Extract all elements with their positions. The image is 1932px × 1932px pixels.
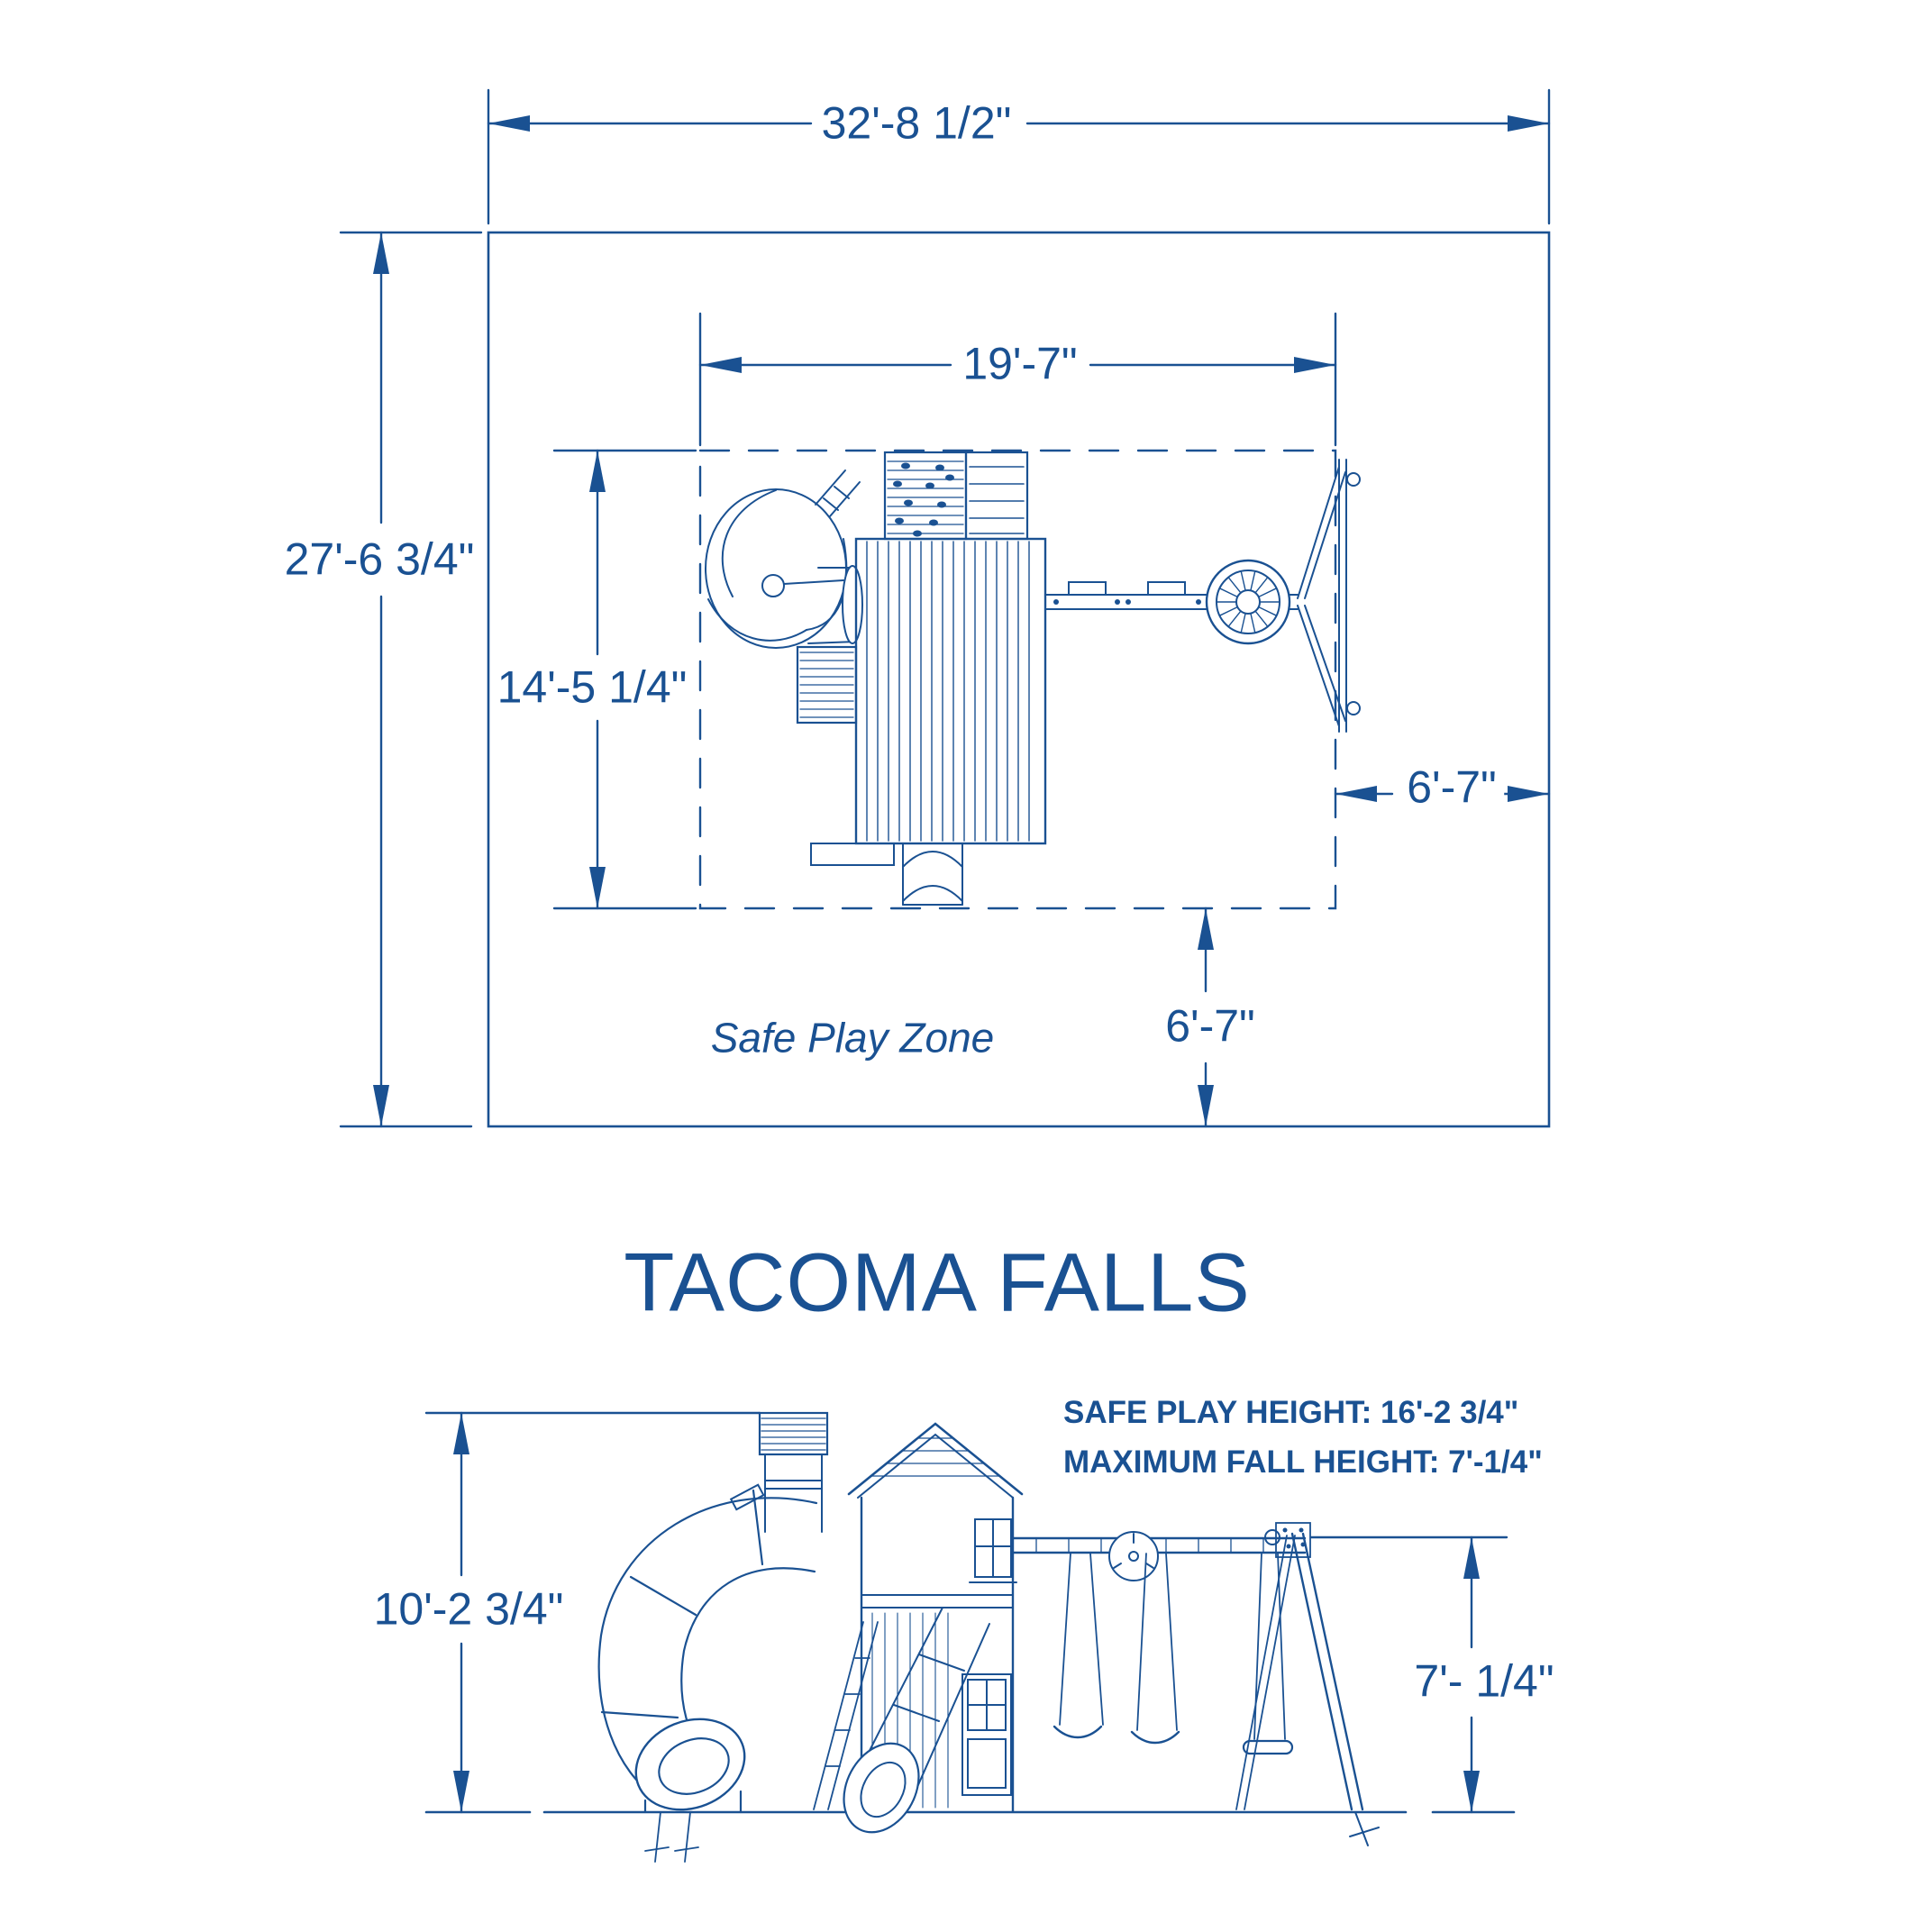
elev-anchors xyxy=(644,1811,699,1863)
elev-a-frame xyxy=(1235,1522,1380,1846)
plan-ladder xyxy=(964,451,1029,541)
elev-swings xyxy=(1053,1553,1294,1755)
dim-label-overall-width: 32'-8 1/2" xyxy=(814,98,1019,149)
elev-crows-nest xyxy=(729,1411,829,1533)
plan-dim-right-offset xyxy=(1334,786,1551,802)
page-title: TACOMA FALLS xyxy=(616,1237,1258,1329)
plan-playset xyxy=(705,451,1361,906)
plan-dim-overall-width xyxy=(487,88,1551,225)
dim-label-right-offset: 6'-7" xyxy=(1399,762,1504,813)
plan-dim-inner-width xyxy=(698,312,1337,447)
plan-rock-wall xyxy=(883,451,968,541)
plan-spiral-slide xyxy=(705,469,863,649)
dim-label-elev-height: 10'-2 3/4" xyxy=(366,1584,571,1635)
plan-dim-inner-height xyxy=(552,449,697,910)
plan-steps xyxy=(796,645,858,724)
elev-dim-overall-height xyxy=(424,1411,761,1814)
plan-dim-bottom-offset xyxy=(1198,907,1214,1128)
plan-dim-overall-height xyxy=(339,231,483,1128)
dim-label-beam-height: 7'- 1/4" xyxy=(1407,1656,1562,1707)
dim-label-overall-height: 27'-6 3/4" xyxy=(277,534,482,585)
dim-label-inner-width: 19'-7" xyxy=(955,339,1085,389)
elev-ladder xyxy=(813,1621,879,1810)
plan-tube-slide xyxy=(902,843,963,906)
elev-spiral-slide xyxy=(597,1489,818,1814)
safe-play-height-note: SAFE PLAY HEIGHT: 16'-2 3/4" xyxy=(1063,1395,1519,1430)
plan-structure-zone-dashed xyxy=(698,449,1337,910)
plan-safe-zone-outline xyxy=(487,231,1551,1128)
dim-label-inner-height: 14'-5 1/4" xyxy=(489,662,695,713)
plan-a-frame xyxy=(1297,459,1361,733)
elev-dim-beam-height xyxy=(1309,1536,1508,1814)
elevation-playset xyxy=(597,1411,1380,1863)
elev-cabin xyxy=(847,1422,1024,1813)
maximum-fall-height-note: MAXIMUM FALL HEIGHT: 7'-1/4" xyxy=(1063,1444,1543,1480)
elev-tube-slide xyxy=(843,1607,990,1834)
safe-play-zone-label: Safe Play Zone xyxy=(703,1016,1002,1062)
dim-label-bottom-offset: 6'-7" xyxy=(1158,1001,1262,1052)
plan-web-swing xyxy=(1205,559,1291,645)
